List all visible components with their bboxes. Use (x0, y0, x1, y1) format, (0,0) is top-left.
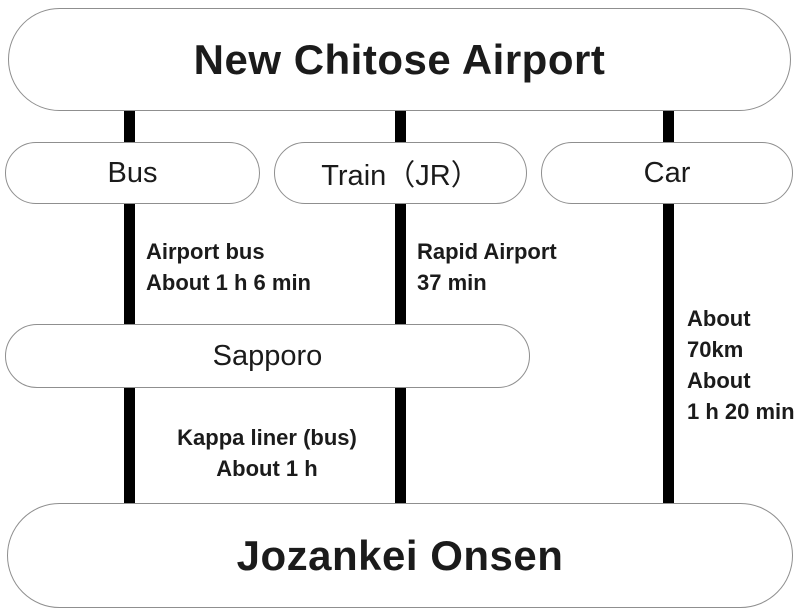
node-train-jr: Train（JR） (274, 142, 527, 204)
label-rapid-airport-duration: Rapid Airport 37 min (417, 239, 557, 295)
label-car-distance-duration: About 70km About 1 h 20 min (687, 306, 795, 424)
node-bus: Bus (5, 142, 260, 204)
node-sapporo: Sapporo (5, 324, 530, 388)
node-jozankei-onsen: Jozankei Onsen (7, 503, 793, 608)
connector-bus-line (124, 58, 135, 558)
label-kappa-liner-duration: Kappa liner (bus) About 1 h (177, 425, 357, 481)
label-airport-bus-duration: Airport bus About 1 h 6 min (146, 239, 311, 295)
connector-car-line (663, 58, 674, 558)
node-car: Car (541, 142, 793, 204)
connector-train-line (395, 58, 406, 558)
node-new-chitose-airport: New Chitose Airport (8, 8, 791, 111)
